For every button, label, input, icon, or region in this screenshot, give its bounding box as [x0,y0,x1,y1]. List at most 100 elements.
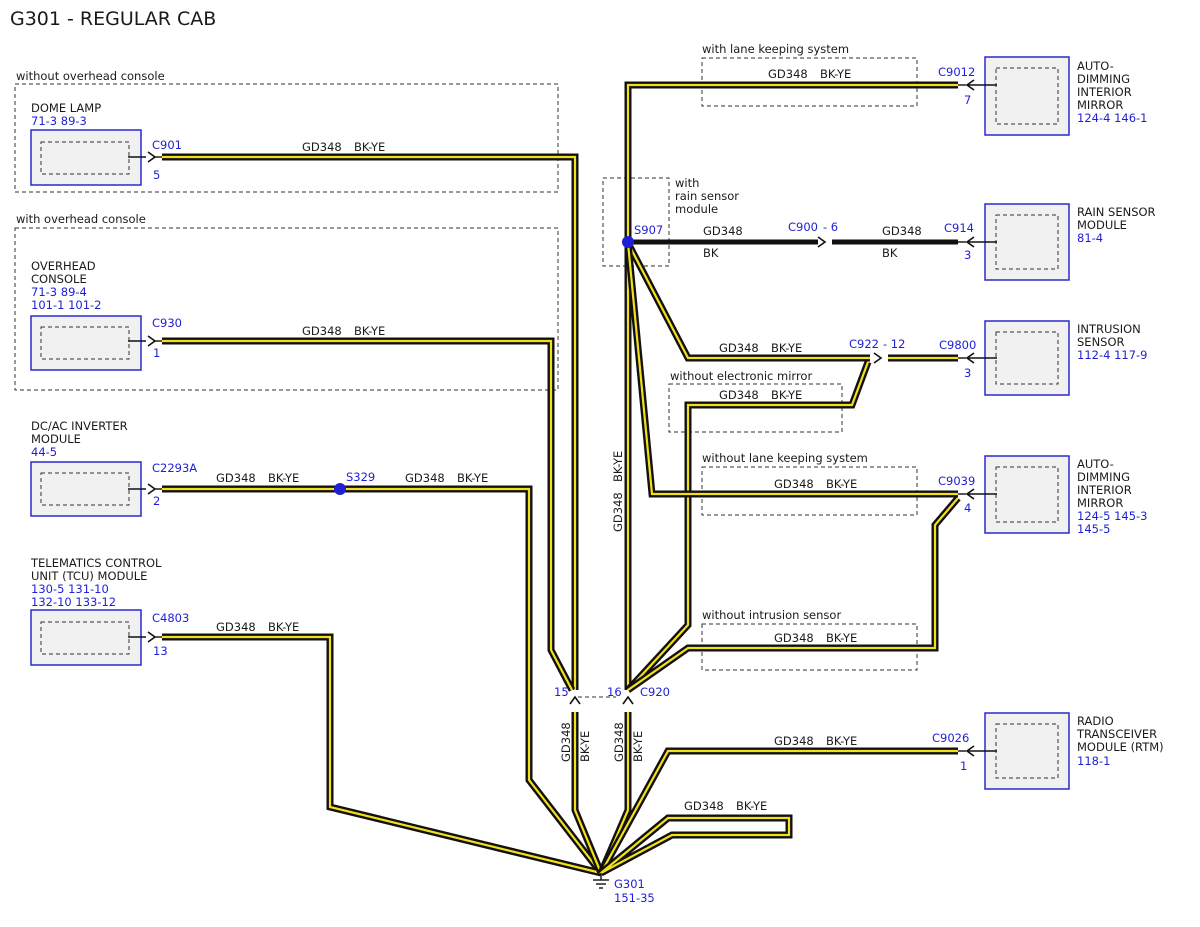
inline-c922-pin: - 12 [883,337,905,351]
wire-label-c9012-color: BK-YE [820,67,851,81]
inline-connector-c920 [569,695,634,705]
module-mirror1-name-1: AUTO- [1077,59,1114,73]
inline-c900-label: C900 [788,220,818,234]
module-overhead-name-1: OVERHEAD [31,259,96,273]
module-tcu-inner [40,621,130,655]
inline-connector-c922 [873,352,883,364]
inline-c922-label: C922 [849,337,879,351]
module-dome-lamp-inner [40,141,130,175]
splice-s329-label: S329 [346,470,375,484]
wire-label-loop-circuit: GD348 [684,799,724,813]
pin-c9012: 7 [964,93,971,107]
module-mirror1-inner [995,67,1059,125]
wire-label-c922-color: BK-YE [771,341,802,355]
pin-c9039: 4 [964,501,971,515]
wire-label-c9026-color: BK-YE [826,734,857,748]
wire-c9026 [597,747,958,875]
page-title: G301 - REGULAR CAB [10,8,216,30]
connector-c914: C914 [944,221,974,235]
module-intrusion-name-2: SENSOR [1077,335,1125,349]
module-rtm-ref: 118-1 [1077,754,1110,768]
module-intrusion-sensor [984,320,1070,396]
wire-label-c2293a-color: BK-YE [268,471,299,485]
wire-label-c4803-color: BK-YE [268,620,299,634]
module-mirror2-name-1: AUTO- [1077,457,1114,471]
splice-s907-label: S907 [634,223,663,237]
module-dome-lamp-ref: 71-3 89-3 [31,114,87,128]
wire-label-c900-left-circuit: GD348 [703,224,743,238]
vwire-label-main-circuit: GD348 [611,492,625,532]
wire-c901 [162,153,579,690]
pin-c2293a: 2 [153,494,160,508]
connector-arrows-right [958,79,997,757]
connector-c9012: C9012 [938,65,975,79]
region-label-with-overhead: with overhead console [16,212,146,226]
wire-label-s329-circuit: GD348 [405,471,445,485]
vwire-label-main-color: BK-YE [611,451,625,482]
wire-c922 [624,241,870,362]
module-overhead-ref-2: 101-1 101-2 [31,298,102,312]
wire-electronic-mirror-bypass [625,360,872,693]
connector-c9039: C9039 [938,474,975,488]
wire-label-c901-circuit: GD348 [302,140,342,154]
wire-label-c930-circuit: GD348 [302,324,342,338]
wire-c9012 [624,81,958,690]
splice-s329 [334,483,346,495]
connector-c930: C930 [152,316,182,330]
module-dome-lamp [30,129,142,186]
wire-c4803 [162,633,602,877]
module-inverter-name-1: DC/AC INVERTER [31,419,128,433]
wire-label-c9039-circuit: GD348 [774,477,814,491]
pin-c901: 5 [153,168,160,182]
wire-label-intrusion-color: BK-YE [826,631,857,645]
c920-pin-16: 16 [607,685,622,699]
module-inverter-ref: 44-5 [31,445,57,459]
region-with-overhead-console [14,227,559,391]
wire-c920-pin15 [571,712,605,875]
vwire-label-pin16-circuit: GD348 [612,722,626,762]
wire-label-c9012-circuit: GD348 [768,67,808,81]
module-mirror2-name-4: MIRROR [1077,496,1123,510]
ground-g301-label: G301 [614,877,645,891]
pin-c9026: 1 [960,759,967,773]
wire-c9039 [624,242,958,498]
wire-label-c900-left-color: BK [703,246,719,260]
inline-c900-pin: - 6 [823,220,838,234]
module-rtm-name-2: TRANSCEIVER [1076,727,1157,741]
wire-label-s329-color: BK-YE [457,471,488,485]
wire-label-c9026-circuit: GD348 [774,734,814,748]
region-label-without-intrusion: without intrusion sensor [702,608,841,622]
module-mirror1-name-2: DIMMING [1077,72,1130,86]
module-intrusion-name-1: INTRUSION [1077,322,1141,336]
connector-c901: C901 [152,138,182,152]
inline-connector-c900 [817,236,827,248]
module-mirror1-name-3: INTERIOR [1077,85,1132,99]
module-tcu-ref-2: 132-10 133-12 [31,595,116,609]
region-label-rain-2: rain sensor [675,189,739,203]
pin-c4803: 13 [153,644,168,658]
module-rain-ref: 81-4 [1077,231,1103,245]
module-overhead-name-2: CONSOLE [31,272,87,286]
pin-c930: 1 [153,346,160,360]
module-intrusion-ref: 112-4 117-9 [1077,348,1148,362]
module-mirror2-name-3: INTERIOR [1077,483,1132,497]
wire-intrusion-bypass [625,495,961,693]
region-label-without-overhead: without overhead console [16,69,165,83]
module-rain-name-2: MODULE [1077,218,1127,232]
wire-label-c900-right-color: BK [882,246,898,260]
wire-label-intrusion-circuit: GD348 [774,631,814,645]
wire-label-c901-color: BK-YE [354,140,385,154]
vwire-label-pin15-color: BK-YE [578,731,592,762]
module-tcu-name-2: UNIT (TCU) MODULE [31,569,147,583]
ground-symbol [593,873,609,889]
connector-c2293a: C2293A [152,461,197,475]
connector-c9026: C9026 [932,731,969,745]
module-tcu [30,609,142,666]
pin-c914: 3 [964,248,971,262]
wire-label-loop-color: BK-YE [736,799,767,813]
wire-c930 [162,337,576,692]
region-without-overhead-console [14,83,559,193]
wire-label-c9039-color: BK-YE [826,477,857,491]
module-inverter-name-2: MODULE [31,432,81,446]
